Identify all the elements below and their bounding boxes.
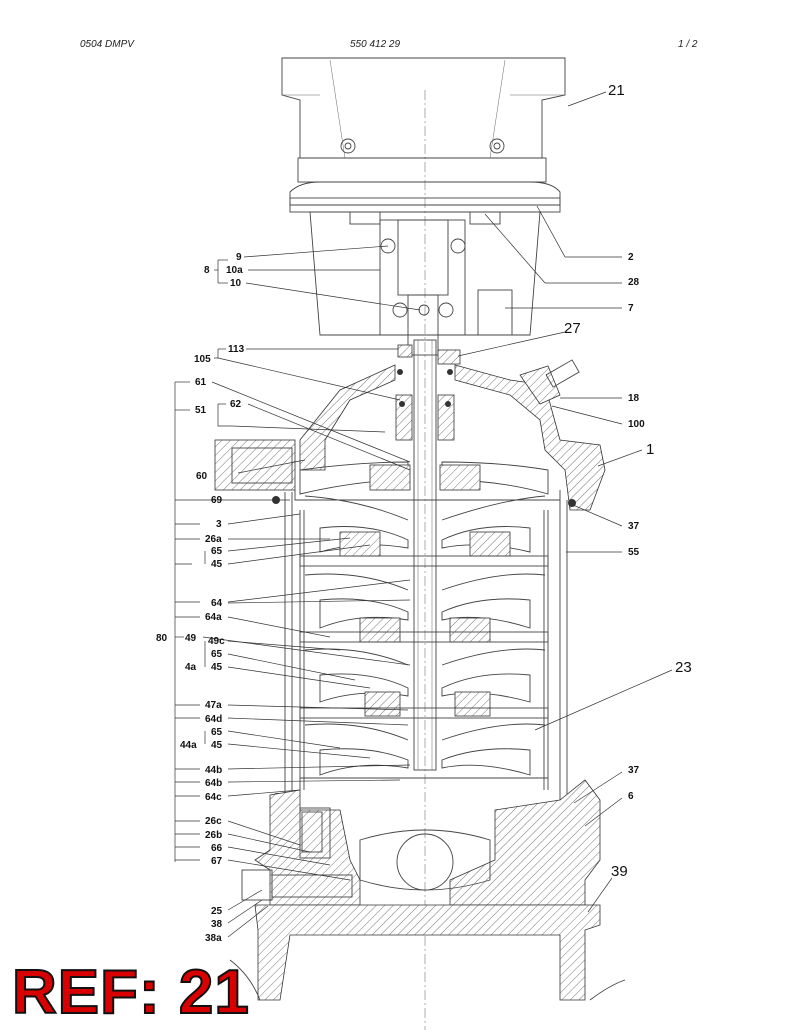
- callout-61: 61: [195, 377, 207, 388]
- left-leader-lines: [174, 245, 421, 938]
- callout-45-stage2: 45: [211, 662, 223, 673]
- callout-25: 25: [211, 906, 223, 917]
- pump-base: [229, 779, 626, 1001]
- callout-23: 23: [675, 659, 692, 676]
- callout-60: 60: [196, 471, 208, 482]
- callout-55: 55: [628, 547, 640, 558]
- right-callouts: 2 28 7 18 100 37 55 37 6: [628, 252, 645, 802]
- left-callouts: 9 8 10a 10 113 105 61 62 51 60 69 3 26a …: [156, 252, 245, 944]
- callout-51: 51: [195, 405, 207, 416]
- callout-80: 80: [156, 633, 168, 644]
- callout-66: 66: [211, 843, 223, 854]
- callout-113: 113: [228, 344, 245, 355]
- callout-67: 67: [211, 856, 223, 867]
- pump-stages: [299, 461, 549, 790]
- callout-65-stage3: 65: [211, 727, 223, 738]
- callout-38: 38: [211, 919, 223, 930]
- doc-code: 0504 DMPV: [80, 39, 134, 50]
- callout-65-stage1: 65: [211, 546, 223, 557]
- callout-37-bottom: 37: [628, 765, 640, 776]
- callout-10a: 10a: [226, 265, 243, 276]
- callout-69: 69: [211, 495, 223, 506]
- ref-stamp: REF: 21: [11, 958, 250, 1027]
- callout-65-stage2: 65: [211, 649, 223, 660]
- callout-27: 27: [564, 320, 581, 337]
- part-number: 550 412 29: [350, 39, 401, 50]
- callout-2: 2: [628, 252, 634, 263]
- callout-100: 100: [628, 419, 645, 430]
- callout-18: 18: [628, 393, 640, 404]
- callout-64c: 64c: [205, 792, 222, 803]
- right-leader-lines: [457, 91, 673, 913]
- callout-44a: 44a: [180, 740, 197, 751]
- callout-38a: 38a: [205, 933, 222, 944]
- callout-45-stage1: 45: [211, 559, 223, 570]
- callout-49c: 49c: [208, 636, 225, 647]
- pump-head: [214, 359, 606, 511]
- callout-6: 6: [628, 791, 634, 802]
- callout-64b: 64b: [205, 778, 222, 789]
- callout-62: 62: [230, 399, 242, 410]
- callout-64d: 64d: [205, 714, 222, 725]
- callout-28: 28: [628, 277, 640, 288]
- callout-10: 10: [230, 278, 242, 289]
- large-callouts: 21 27 1 23 39: [564, 82, 692, 880]
- callout-9: 9: [236, 252, 242, 263]
- callout-8: 8: [204, 265, 210, 276]
- callout-105: 105: [194, 354, 211, 365]
- callout-7: 7: [628, 303, 634, 314]
- callout-26a: 26a: [205, 534, 222, 545]
- page-number: 1 / 2: [678, 39, 698, 50]
- callout-47a: 47a: [205, 700, 222, 711]
- callout-44b: 44b: [205, 765, 222, 776]
- callout-45-stage3: 45: [211, 740, 223, 751]
- motor: [281, 57, 566, 213]
- shaft: [413, 339, 437, 771]
- callout-4a: 4a: [185, 662, 197, 673]
- callout-26b: 26b: [205, 830, 222, 841]
- mechanical-seal: [395, 344, 461, 441]
- callout-64: 64: [211, 598, 223, 609]
- lantern: [309, 211, 541, 356]
- callout-26c: 26c: [205, 816, 222, 827]
- callout-3: 3: [216, 519, 222, 530]
- callout-37-top: 37: [628, 521, 640, 532]
- callout-39: 39: [611, 863, 628, 880]
- callout-64a: 64a: [205, 612, 222, 623]
- callout-21: 21: [608, 82, 625, 99]
- callout-1: 1: [646, 441, 654, 458]
- callout-49: 49: [185, 633, 197, 644]
